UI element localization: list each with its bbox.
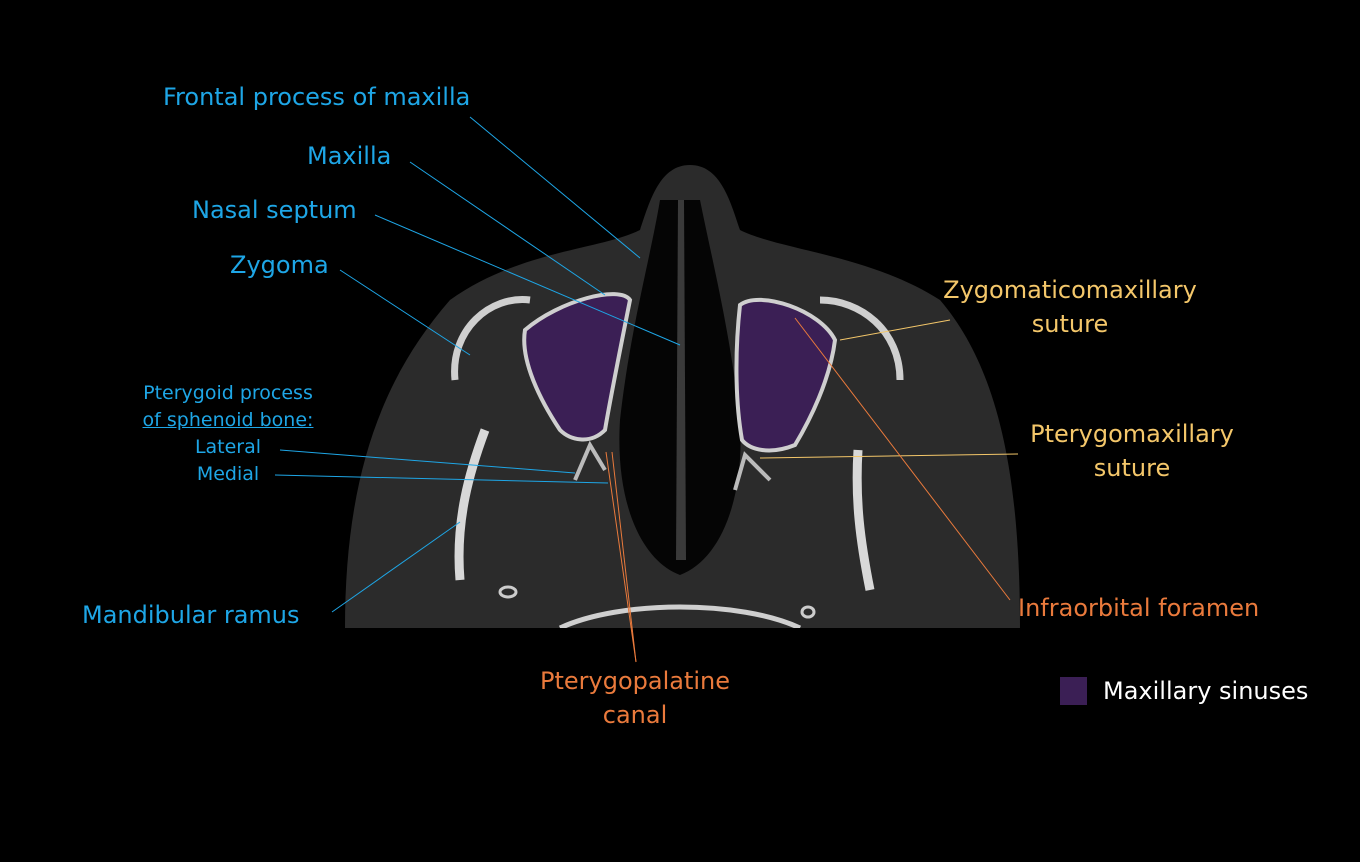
ppc-line1: Pterygopalatine <box>539 667 730 695</box>
label-frontal-process: Frontal process of maxilla <box>163 83 471 111</box>
pterygoid-right <box>733 451 772 491</box>
label-zygomaticomaxillary-suture: Zygomaticomaxillary suture <box>930 273 1210 341</box>
label-medial: Medial <box>196 463 260 485</box>
pterygoid-left <box>573 440 607 481</box>
zms-line2: suture <box>1031 310 1109 338</box>
pterygoid-line2: of sphenoid bone: <box>142 409 314 431</box>
label-pterygopalatine-canal: Pterygopalatine canal <box>510 664 760 732</box>
legend-label: Maxillary sinuses <box>1103 677 1309 705</box>
label-lateral: Lateral <box>194 436 262 458</box>
label-nasal-septum: Nasal septum <box>192 196 357 224</box>
leader-lines <box>274 116 1019 663</box>
left-maxillary-sinus <box>522 292 633 442</box>
legend: Maxillary sinuses <box>1060 677 1308 705</box>
pms-line2: suture <box>1093 454 1171 482</box>
label-maxilla: Maxilla <box>307 142 392 170</box>
label-zygoma: Zygoma <box>230 251 329 279</box>
ppc-line2: canal <box>602 701 668 729</box>
skull-base-arc <box>558 604 802 628</box>
right-zygoma-bone <box>819 296 904 381</box>
left-mandibular-ramus <box>454 428 490 581</box>
left-zygoma-bone <box>451 296 531 381</box>
zms-line1: Zygomaticomaxillary <box>943 276 1197 304</box>
pterygoid-line1: Pterygoid process <box>143 382 313 404</box>
pms-line1: Pterygomaxillary <box>1030 420 1234 448</box>
nasal-septum <box>676 200 686 560</box>
legend-swatch-maxillary-sinuses <box>1060 677 1087 705</box>
label-mandibular-ramus: Mandibular ramus <box>82 601 300 629</box>
label-infraorbital-foramen: Infraorbital foramen <box>1018 594 1260 622</box>
label-pterygoid-process: Pterygoid process of sphenoid bone: Late… <box>135 380 321 488</box>
label-pterygomaxillary-suture: Pterygomaxillary suture <box>1010 417 1254 485</box>
right-mandibular-ramus <box>852 449 875 591</box>
